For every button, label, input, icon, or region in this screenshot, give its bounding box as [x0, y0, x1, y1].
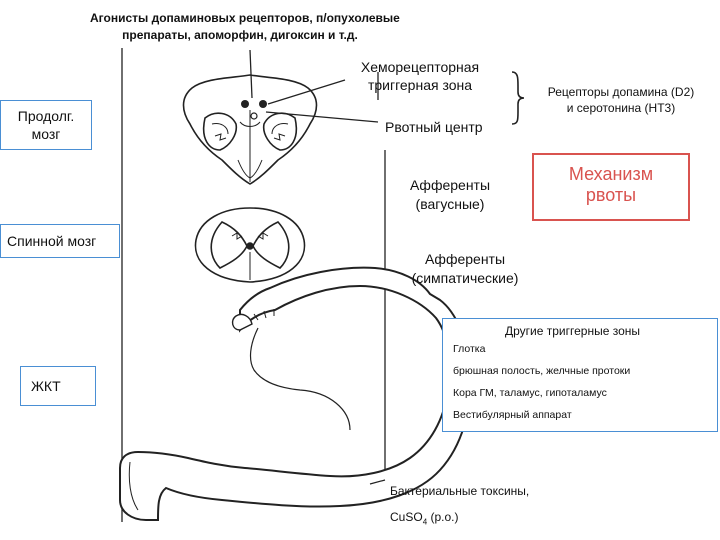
mechanism-line1: Механизм [568, 164, 654, 184]
other-zones-box: Другие триггерные зоны Глотка брюшная по… [442, 318, 718, 432]
receptors-line2: и серотонина (НТ3) [566, 101, 676, 115]
gi-tract-box: ЖКТ [20, 366, 96, 406]
chemo-zone-line1: Хеморецепторная [360, 59, 480, 75]
toxins-pointer-line [369, 479, 386, 485]
receptors-label: Рецепторы допамина (D2) и серотонина (НТ… [526, 84, 716, 116]
other-zones-title: Другие триггерные зоны [505, 324, 641, 338]
afferents-vagal-label: Афференты (вагусные) [395, 176, 505, 214]
chemo-zone-line2: триггерная зона [367, 77, 473, 93]
afferents-sympathetic-label: Афференты (симпатические) [395, 250, 535, 288]
spinal-cord-label: Спинной мозг [7, 233, 97, 249]
other-zones-item: Кора ГМ, таламус, гипоталамус [453, 387, 607, 399]
chemo-zone-label: Хеморецепторная триггерная зона [340, 58, 500, 94]
spinal-cord-box: Спинной мозг [0, 224, 120, 258]
afferents-vagal-line2: (вагусные) [415, 196, 485, 212]
toxins-line1: Бактериальные токсины, [390, 484, 530, 498]
receptors-line1: Рецепторы допамина (D2) [547, 85, 695, 99]
medulla-line1: Продолг. [17, 108, 75, 124]
medulla-section-icon [182, 74, 318, 185]
other-zones-item: брюшная полость, желчные протоки [453, 365, 631, 377]
toxins-formula-subscript: 4 [422, 517, 428, 527]
toxins-label: Бактериальные токсины, CuSO4 (р.о.) [390, 478, 529, 535]
toxins-line2: CuSO4 (р.о.) [390, 504, 529, 535]
afferents-vagal-line1: Афференты [409, 177, 491, 193]
top-label-line2: препараты, апоморфин, дигоксин и т.д. [122, 28, 358, 42]
top-label: Агонисты допаминовых рецепторов, п/опухо… [90, 10, 400, 44]
afferents-sympathetic-line2: (симпатические) [411, 270, 519, 286]
brace-icon [511, 71, 525, 125]
vomiting-center-label: Рвотный центр [385, 119, 483, 135]
toxins-formula: CuSO [390, 510, 423, 524]
mechanism-line2: рвоты [585, 185, 637, 205]
gi-tract-label: ЖКТ [31, 378, 61, 394]
nerve-tract-lines [121, 48, 386, 522]
mechanism-box: Механизм рвоты [532, 153, 690, 221]
chemoreceptor-dots-icon [241, 100, 267, 120]
top-label-line1: Агонисты допаминовых рецепторов, п/опухо… [90, 11, 400, 25]
medulla-box: Продолг. мозг [0, 100, 92, 150]
afferents-sympathetic-line1: Афференты [424, 251, 506, 267]
toxins-route: (р.о.) [427, 510, 459, 524]
spinal-cord-section-icon [194, 207, 306, 283]
other-zones-item: Вестибулярный аппарат [453, 409, 572, 421]
other-zones-item: Глотка [453, 343, 486, 355]
medulla-line2: мозг [31, 126, 61, 142]
pointer-lines [249, 49, 379, 123]
